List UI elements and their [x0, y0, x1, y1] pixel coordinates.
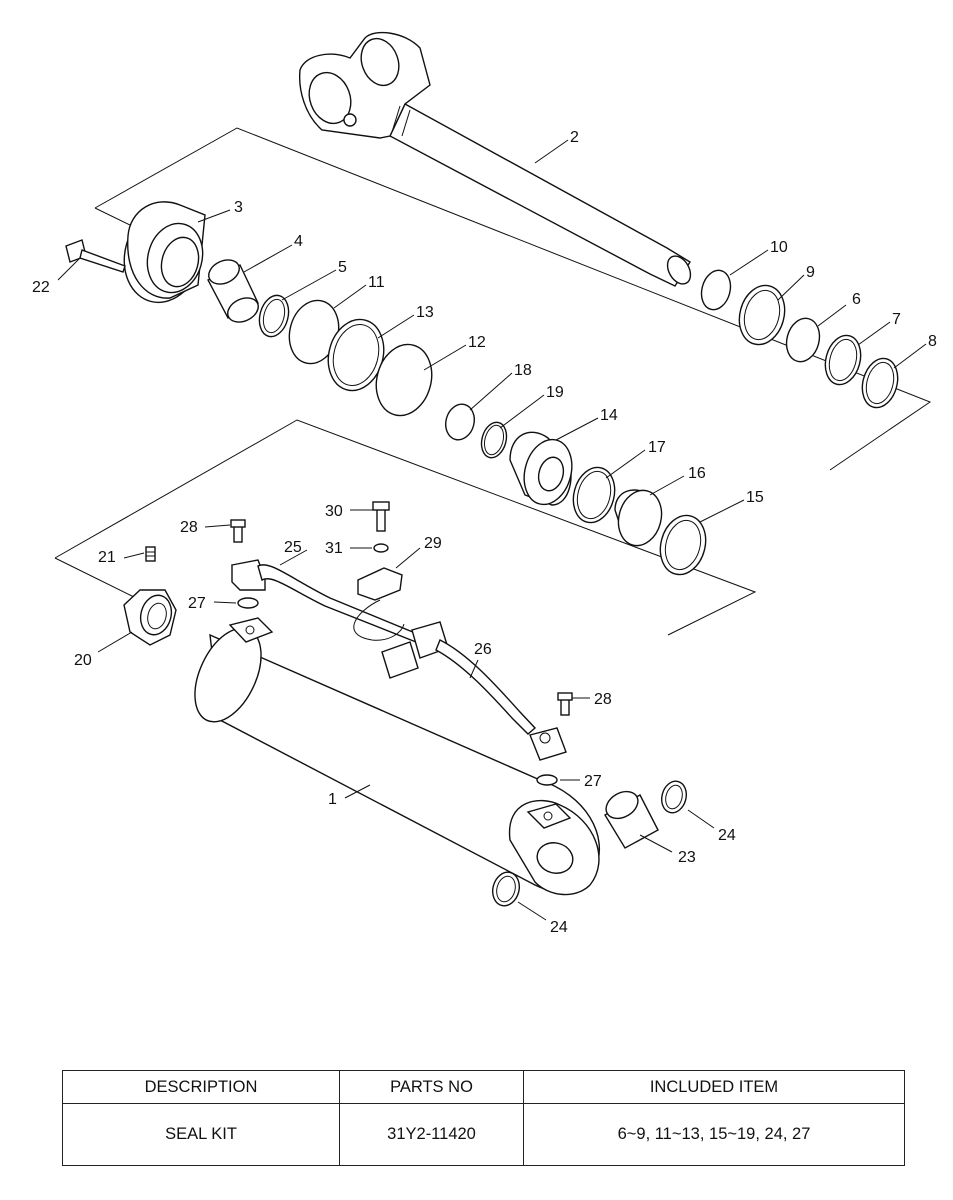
- leader-lines: [57, 139, 927, 921]
- callout-2: 2: [570, 129, 579, 146]
- callout-25: 25: [284, 539, 302, 556]
- header-included-item: INCLUDED ITEM: [523, 1070, 905, 1104]
- callout-13: 13: [416, 304, 434, 321]
- callout-27a: 27: [188, 595, 206, 612]
- callout-19: 19: [546, 384, 564, 401]
- callout-22: 22: [32, 279, 50, 296]
- socket-bolt: [65, 239, 126, 273]
- callout-14: 14: [600, 407, 618, 424]
- rod-cover: [123, 201, 206, 304]
- piston: [509, 431, 573, 506]
- callout-5: 5: [338, 259, 347, 276]
- callout-labels: 2 3 4 5 11 13 12 18 19 14 17 16 15 10 9 …: [32, 129, 937, 936]
- bushing: [207, 259, 259, 323]
- callout-12: 12: [468, 334, 486, 351]
- upper-parts-frame: [94, 127, 932, 471]
- callout-11: 11: [368, 274, 385, 291]
- callout-28b: 28: [594, 691, 612, 708]
- callout-29: 29: [424, 535, 442, 552]
- callout-31: 31: [325, 540, 343, 557]
- cell-description: SEAL KIT: [62, 1103, 340, 1166]
- callout-21: 21: [98, 549, 116, 566]
- exploded-parts-diagram: 2 3 4 5 11 13 12 18 19 14 17 16 15 10 9 …: [32, 31, 937, 936]
- callout-17: 17: [648, 439, 666, 456]
- callout-7: 7: [892, 311, 901, 328]
- seal-kit-table: DESCRIPTION PARTS NO INCLUDED ITEM SEAL …: [62, 1070, 905, 1166]
- callout-24b: 24: [550, 919, 568, 936]
- callout-18: 18: [514, 362, 532, 379]
- callout-28a: 28: [180, 519, 198, 536]
- header-description: DESCRIPTION: [62, 1070, 340, 1104]
- table-header-row: DESCRIPTION PARTS NO INCLUDED ITEM: [62, 1070, 905, 1104]
- pipe-assembly: [230, 501, 573, 786]
- cell-included-item: 6~9, 11~13, 15~19, 24, 27: [523, 1103, 905, 1166]
- seal-rings: [258, 269, 899, 459]
- cylinder-tube: [194, 617, 600, 896]
- callout-20: 20: [74, 652, 92, 669]
- callout-10: 10: [770, 239, 788, 256]
- callout-26: 26: [474, 641, 492, 658]
- callout-1: 1: [328, 791, 337, 808]
- callout-9: 9: [806, 264, 815, 281]
- callout-23: 23: [678, 849, 696, 866]
- lock-nut: [123, 546, 177, 646]
- piston-rings: [572, 466, 707, 576]
- pin-bushing: [491, 780, 688, 907]
- callout-24a: 24: [718, 827, 736, 844]
- header-parts-no: PARTS NO: [339, 1070, 524, 1104]
- callout-27b: 27: [584, 773, 602, 790]
- callout-4: 4: [294, 233, 303, 250]
- callout-30: 30: [325, 503, 343, 520]
- lower-parts-frame: [54, 419, 757, 636]
- callout-16: 16: [688, 465, 706, 482]
- piston-rod: [298, 31, 692, 287]
- callout-8: 8: [928, 333, 937, 350]
- cell-parts-no: 31Y2-11420: [339, 1103, 524, 1166]
- callout-6: 6: [852, 291, 861, 308]
- table-row: SEAL KIT 31Y2-11420 6~9, 11~13, 15~19, 2…: [62, 1103, 905, 1166]
- callout-3: 3: [234, 199, 243, 216]
- callout-15: 15: [746, 489, 764, 506]
